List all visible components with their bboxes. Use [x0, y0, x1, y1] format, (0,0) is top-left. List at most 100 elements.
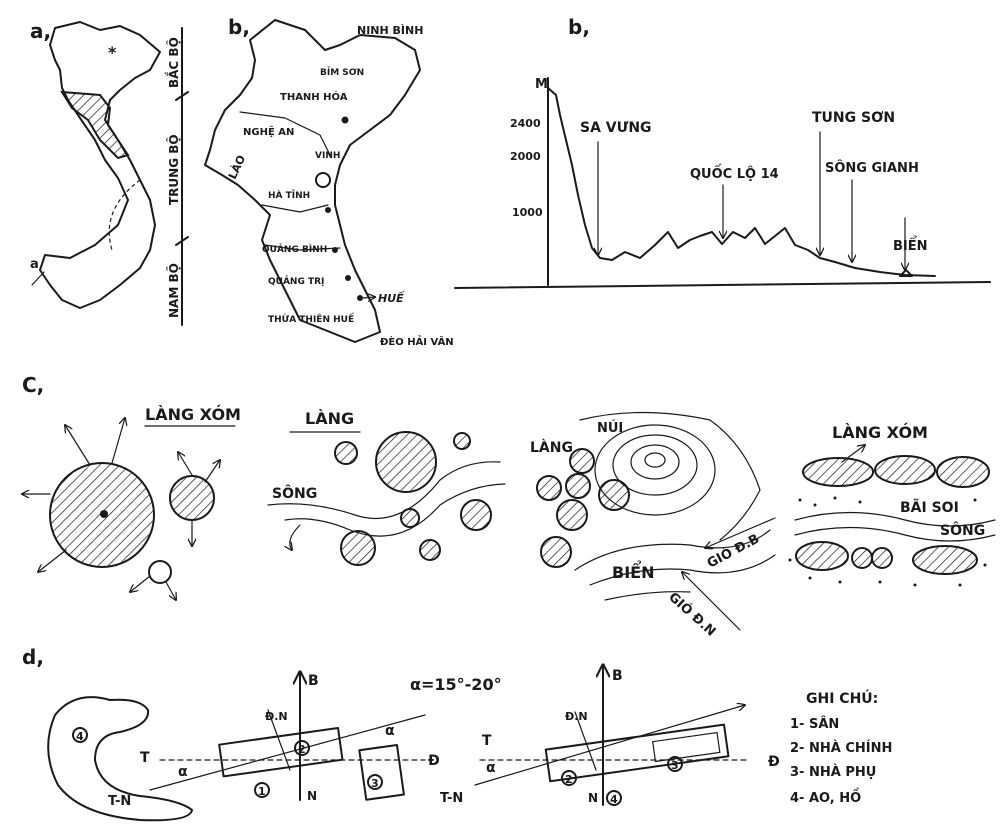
s2-hamlet-1 [335, 442, 357, 464]
place-deo-hai-van: ĐÈO HẢI VÂN [380, 334, 454, 348]
place-thanh-hoa: THANH HÓA [280, 90, 348, 103]
l2-alpha: α [486, 760, 496, 776]
l1-annex [359, 745, 404, 800]
profile-sa-vung: SA VƯNG [580, 120, 652, 136]
s4-village-5 [852, 548, 872, 568]
s2-river-arrow [290, 525, 300, 550]
l1-n: N [307, 789, 317, 803]
city-dot-quang-binh [332, 247, 338, 253]
l1-tn: T-N [108, 794, 131, 809]
legend-title: GHI CHÚ: [806, 689, 878, 707]
s1-lang-xom: LÀNG XÓM [145, 405, 241, 424]
place-hue: HUẾ [378, 290, 405, 305]
region-nam-bo: NAM BỘ [166, 263, 181, 318]
panel-a-label: a, [30, 19, 51, 43]
l1-num-1: 1 [258, 785, 266, 798]
sea-marker [900, 270, 912, 276]
s1-arrow-9 [166, 582, 176, 600]
l1-b: B [308, 673, 319, 689]
s4-village-4 [796, 542, 848, 570]
y-tick-1000: 1000 [512, 206, 543, 219]
s2-hamlet-6 [420, 540, 440, 560]
place-nghe-an: NGHỆ AN [243, 125, 294, 138]
y-axis-unit: M [535, 77, 548, 92]
s4-village-6 [872, 548, 892, 568]
place-quang-binh: QUẢNG BÌNH [262, 243, 327, 255]
l1-alpha-left: α [178, 764, 188, 780]
sea-level-baseline [455, 282, 990, 288]
sketch-village-3: LÀNG NÚI BIỂN GIÓ Đ.B GIÓ Đ.N [530, 413, 775, 640]
s2-hamlet-2 [454, 433, 470, 449]
panel-c-label: C, [22, 373, 44, 397]
place-lao: LÀO [226, 153, 248, 181]
s1-center-dot [100, 510, 108, 518]
legend-item-1: 1- SÂN [790, 716, 839, 732]
capital-star: * [108, 43, 117, 62]
region-trung-bo: TRUNG BỘ [166, 134, 181, 205]
l1-t: T [140, 750, 150, 766]
place-ninh-binh: NINH BÌNH [357, 24, 423, 37]
s2-lang: LÀNG [305, 409, 354, 428]
place-quang-tri: QUẢNG TRỊ [268, 275, 324, 287]
s2-song: SÔNG [272, 484, 317, 502]
l1-house-group [219, 720, 404, 819]
panel-a-sub: a [30, 257, 39, 272]
place-thua-thien-hue: THỪA THIÊN HUẾ [268, 312, 355, 325]
s4-village-1 [803, 458, 873, 486]
l1-d: Đ [428, 753, 440, 769]
s1-arrow-2 [112, 418, 125, 463]
l2-num-3: 3 [671, 759, 679, 772]
s3-contour-3 [631, 445, 679, 479]
s4-bai-soi: BÃI SOI [900, 499, 959, 516]
tip-line [32, 272, 44, 285]
s3-hamlet-6 [541, 537, 571, 567]
s2-main-village [376, 432, 436, 492]
s3-contour-4 [645, 453, 665, 467]
sketch-village-2: LÀNG SÔNG [268, 409, 505, 565]
profile-tung-son: TUNG SƠN [812, 110, 895, 126]
l2-t: T [482, 733, 492, 749]
s4-lang-xom: LÀNG XÓM [832, 423, 928, 442]
s1-arrow-5 [178, 452, 192, 475]
l2-b: B [612, 668, 623, 684]
legend-item-4: 4- AO, HỒ [790, 788, 861, 806]
panel-b-profile: b, M 2400 2000 1000 SA VƯNG QUỐC LỘ 14 T… [455, 15, 990, 288]
place-vinh: VINH [315, 151, 340, 161]
s1-small-village [170, 476, 214, 520]
vietnam-outline [40, 22, 160, 308]
s3-hamlet-1 [570, 449, 594, 473]
panel-d-label: d, [22, 645, 44, 669]
s1-arrow-1 [65, 425, 90, 465]
hue-arrow [363, 297, 375, 298]
s1-arrow-6 [205, 460, 220, 482]
province-border-2 [262, 205, 328, 212]
city-dot-quang-tri [345, 275, 351, 281]
s2-hamlet-5 [341, 531, 375, 565]
city-dot-ha-tinh [325, 207, 331, 213]
s1-hamlet [149, 561, 171, 583]
l2-num-4: 4 [610, 793, 618, 806]
panel-c: C, LÀNG XÓM LÀNG SÔNG [22, 373, 995, 640]
s2-hamlet-3 [461, 500, 491, 530]
l1-num-2: 2 [298, 743, 306, 756]
pond-number: 4 [76, 730, 84, 743]
l1-rotated-axis [150, 715, 425, 790]
s1-arrow-8 [130, 576, 150, 592]
place-ha-tinh: HÀ TĨNH [268, 189, 310, 201]
s3-bien: BIỂN [612, 560, 654, 582]
s3-wind-db: GIÓ Đ.B [704, 531, 762, 572]
panel-b-map-label: b, [228, 15, 250, 39]
vinh-marker [316, 173, 330, 187]
s3-hamlet-3 [566, 474, 590, 498]
city-dot-thanh-hoa [342, 117, 349, 124]
city-dot-hue [357, 295, 363, 301]
s3-hamlet-4 [599, 480, 629, 510]
y-tick-2400: 2400 [510, 117, 541, 130]
l2-tn: T-N [440, 791, 463, 806]
s3-wind-dn: GIÓ Đ.N [665, 589, 719, 640]
angle-note: α=15°-20° [410, 675, 502, 694]
legend-item-3: 3- NHÀ PHỤ [790, 764, 876, 780]
panel-a: a, * a BẮC BỘ TRUNG BỘ NAM BỘ [30, 19, 188, 325]
legend-item-2: 2- NHÀ CHÍNH [790, 740, 892, 756]
